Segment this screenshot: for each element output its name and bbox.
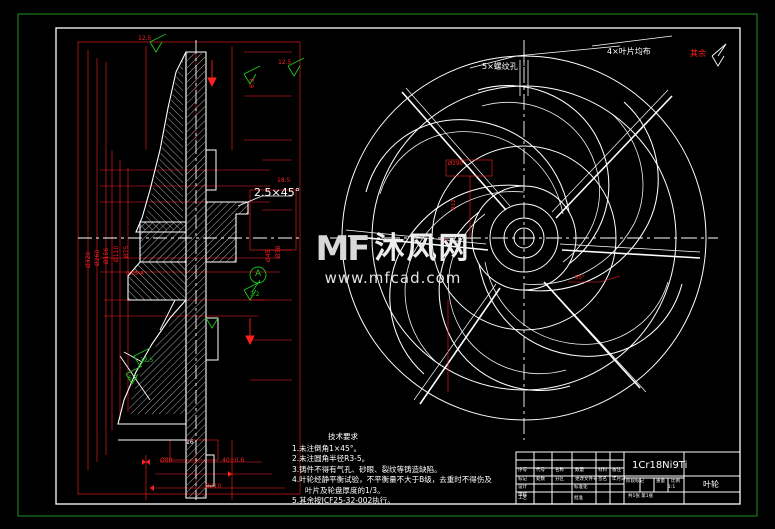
drawing-frame: [55, 27, 741, 505]
section-letter-a: A: [255, 269, 262, 279]
chamfer-label: 2.5×45°: [254, 186, 301, 199]
sign-process: 工艺: [518, 496, 527, 501]
sig-header-5: 年月日: [612, 477, 626, 482]
scale-value: 1:1: [668, 485, 676, 490]
default-surface-symbol: [711, 43, 727, 67]
tech-item-0: 1.未注倒角1×45°。: [292, 443, 362, 453]
dim-front-h-1: Ø80: [160, 457, 173, 464]
tech-heading: 技术要求: [328, 432, 358, 441]
ra-value-3: 6.3: [249, 78, 256, 88]
hub-boss: [139, 221, 187, 263]
bom-header-3: 数量: [575, 468, 584, 473]
impeller-plan-view: [341, 35, 707, 421]
sig-header-3: 更改文件号: [575, 477, 598, 482]
dim-front-h-2: 40±0.6: [222, 457, 245, 464]
chamfer-dim-above: 18.5: [277, 177, 291, 184]
part-name-label: 叶轮: [703, 480, 719, 489]
tech-item-3: 4.叶轮经静平衡试验，不平衡量不大于B级，去重时不得伤及: [292, 475, 492, 484]
dim-front-v-4: Ø110: [113, 245, 120, 262]
tech-item-4: 叶片及轮盘厚度的1/3。: [305, 485, 385, 495]
dim-front-h-4: 16: [186, 439, 194, 446]
weight-header: 重量: [656, 479, 665, 484]
blades-note: 4×叶片均布: [607, 47, 651, 56]
dim-right-3: Ø290: [448, 161, 463, 167]
plan-dimension-lines: [440, 159, 621, 392]
default-symbol-label: 其余: [690, 49, 706, 58]
sig-header-1: 处数: [536, 477, 545, 482]
bom-header-2: 名称: [555, 468, 564, 473]
technical-requirements: 技术要求 1.未注倒角1×45°。 2.未注圆角半径R3-5。 3.铸件不得有气…: [292, 432, 492, 507]
dim-front-v-6: Ø45: [265, 249, 272, 262]
front-section-view: [77, 33, 305, 500]
sign-review: 审核: [518, 493, 527, 498]
sign-design: 设计: [518, 485, 527, 490]
tech-item-2: 3.铸件不得有气孔、砂眼、裂纹等铸造缺陷。: [292, 464, 442, 474]
dim-front-v-7: Ø38: [275, 245, 282, 258]
sign-approve: 批准: [574, 496, 583, 501]
tech-item-5: 5.其余按JCF25-32-002执行。: [292, 496, 395, 505]
dim-front-h-3: Ø210: [205, 483, 222, 490]
outer-border: [17, 13, 758, 517]
tolerance-frame: 0.05 A: [126, 271, 144, 277]
material-label: 1Cr18Ni9Ti: [632, 460, 688, 471]
dim-front-v-1: Ø320: [85, 251, 92, 268]
bom-header-0: 序号: [518, 468, 527, 473]
ra-value-4: 3.2: [250, 291, 260, 298]
surface-finish-symbols: [125, 33, 305, 385]
sign-standardize: 标准化: [574, 485, 588, 490]
ra-value-1: 12.5: [138, 35, 152, 42]
plan-centerlines: [330, 40, 718, 440]
bom-header-1: 代号: [536, 468, 545, 473]
scale-header: 比例: [671, 479, 680, 484]
tech-item-1: 2.未注圆角半径R3-5。: [292, 454, 370, 463]
dim-right-2: 55°: [575, 275, 585, 281]
bom-header-5: 备注: [612, 468, 621, 473]
ra-value-2: 12.5: [278, 59, 292, 66]
dim-right-1: R12: [451, 199, 457, 210]
dim-front-v-5: Ø75: [123, 245, 130, 258]
sig-header-0: 标记: [518, 477, 527, 482]
ra-value-5: 12.5: [140, 357, 154, 364]
bom-header-4: 材料: [598, 468, 607, 473]
sig-header-4: 签名: [598, 477, 607, 482]
bom-grid: [515, 451, 625, 477]
holes-note: 5×螺纹孔: [482, 62, 518, 71]
dim-front-v-3: Ø156: [103, 247, 110, 264]
ra-value-6: 6.3: [128, 375, 138, 382]
stage-mark-header: 阶段标记: [626, 479, 644, 484]
dim-front-v-2: Ø260: [94, 249, 101, 266]
sig-header-2: 分区: [555, 477, 564, 482]
sheet-label: 共1张 第1张: [628, 494, 654, 499]
